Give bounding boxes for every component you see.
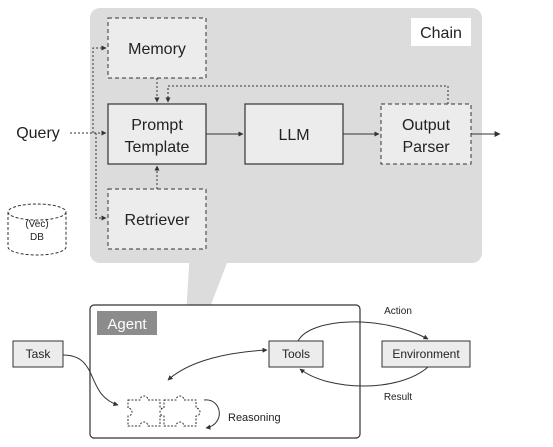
retriever-label: Retriever [125, 212, 191, 229]
task-to-reasoning-arrow [62, 354, 119, 407]
environment-label: Environment [392, 347, 460, 361]
reasoning-loop-arrow [203, 399, 220, 430]
reasoning-label: Reasoning [228, 412, 281, 424]
tools-label: Tools [282, 347, 310, 361]
action-arrow [297, 321, 429, 342]
vector-db-label-line1: (Vec) [25, 219, 48, 230]
tools-reasoning-arrow [167, 347, 268, 381]
result-label: Result [384, 392, 413, 403]
prompt-template-label-line2: Template [125, 139, 190, 156]
agent-title: Agent [107, 316, 147, 333]
query-to-retriever-arrow [95, 133, 107, 221]
output-parser-label-line2: Parser [402, 139, 450, 156]
llm-box [244, 103, 344, 165]
chain-title-box [411, 18, 471, 46]
prompt-template-label-line1: Prompt [131, 117, 183, 134]
action-label: Action [384, 306, 412, 317]
vector-db-icon [7, 203, 67, 256]
task-label: Task [26, 347, 52, 361]
llm-label: LLM [278, 127, 309, 144]
parser-feedback-arrow [165, 85, 449, 104]
task-box [12, 340, 64, 368]
environment-box [381, 340, 471, 368]
retriever-box [107, 188, 207, 250]
chain-title: Chain [420, 25, 462, 42]
output-parser-label-line1: Output [402, 117, 451, 134]
memory-label: Memory [128, 41, 186, 58]
vector-db-label-line2: DB [30, 232, 44, 243]
memory-box [107, 17, 207, 79]
query-to-memory-arrow [92, 45, 107, 133]
query-label: Query [16, 125, 60, 142]
tools-box [268, 340, 324, 368]
output-parser-box [380, 103, 472, 165]
agent-title-tab [97, 311, 157, 335]
result-arrow [299, 366, 429, 387]
puzzle-icon [127, 395, 201, 427]
